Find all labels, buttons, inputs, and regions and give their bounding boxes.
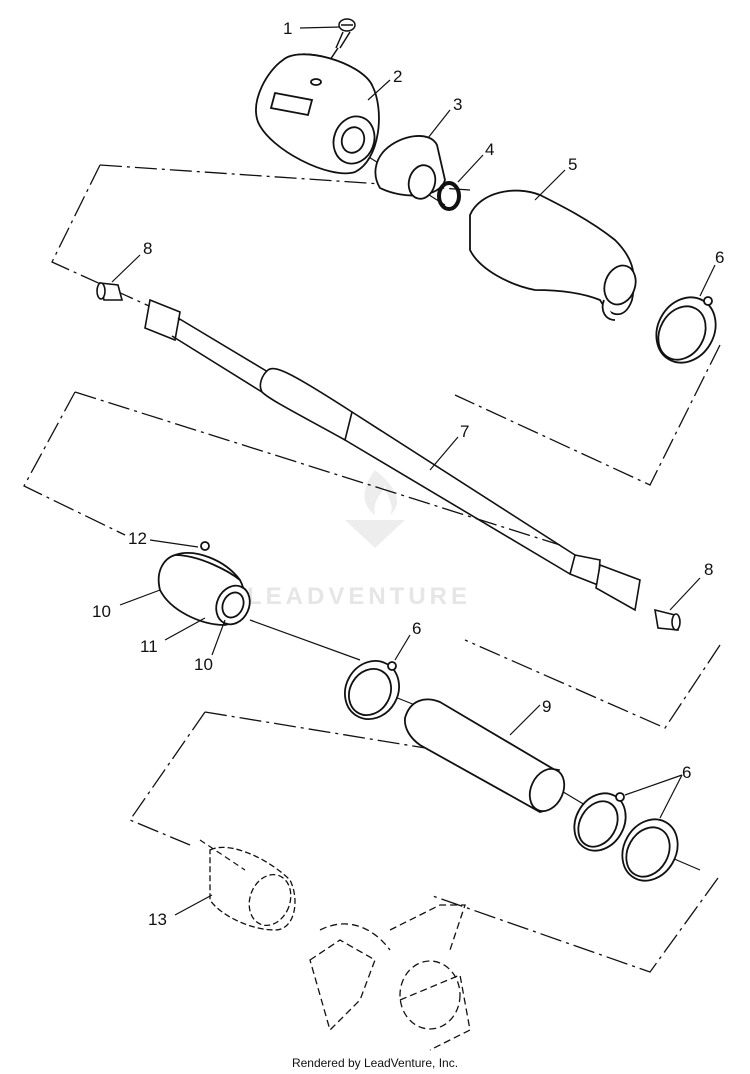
callout-9: 9 bbox=[542, 697, 551, 716]
part-6-clamp-lower-right bbox=[621, 818, 679, 882]
leader-lines bbox=[111, 26, 716, 916]
callout-3: 3 bbox=[453, 95, 462, 114]
callout-4: 4 bbox=[485, 140, 494, 159]
part-4-o-ring bbox=[437, 181, 461, 211]
part-9-tube bbox=[404, 698, 566, 813]
part-8-plug-bottom bbox=[654, 608, 681, 631]
callout-8-bottom: 8 bbox=[704, 560, 713, 579]
part-5-boot bbox=[469, 189, 637, 321]
callout-8-top: 8 bbox=[143, 239, 152, 258]
part-6-clamp-lower-left bbox=[573, 792, 627, 852]
phantom-fan bbox=[309, 904, 471, 1051]
callout-6-middle: 6 bbox=[412, 619, 421, 638]
watermark-text: LEADVENTURE bbox=[247, 583, 471, 610]
callout-12: 12 bbox=[128, 529, 147, 548]
callout-2: 2 bbox=[393, 67, 402, 86]
part-2-housing bbox=[255, 53, 380, 175]
leadventure-watermark: LEADVENTURE bbox=[247, 470, 471, 610]
part-11-coupler bbox=[157, 541, 251, 626]
part-6-clamp-middle bbox=[344, 660, 400, 720]
callout-5: 5 bbox=[568, 155, 577, 174]
callout-6-lower: 6 bbox=[682, 763, 691, 782]
part-8-plug-top bbox=[96, 282, 124, 301]
callout-10-left: 10 bbox=[92, 602, 111, 621]
callout-10-right: 10 bbox=[194, 655, 213, 674]
part-1-screw bbox=[317, 18, 356, 79]
part-7-drive-shaft bbox=[144, 298, 641, 612]
callout-numbers: 1 2 3 4 5 6 8 7 8 12 10 11 10 6 9 6 13 bbox=[92, 19, 724, 929]
callout-7: 7 bbox=[460, 422, 469, 441]
callout-6-top: 6 bbox=[715, 248, 724, 267]
callout-11: 11 bbox=[140, 637, 158, 656]
part-13-phantom-coupler bbox=[209, 846, 296, 931]
part-6-clamp-top bbox=[655, 296, 717, 364]
callout-1: 1 bbox=[283, 19, 292, 38]
callout-13: 13 bbox=[148, 910, 167, 929]
part-3-cone bbox=[374, 135, 446, 200]
render-credit: Rendered by LeadVenture, Inc. bbox=[291, 1056, 459, 1070]
